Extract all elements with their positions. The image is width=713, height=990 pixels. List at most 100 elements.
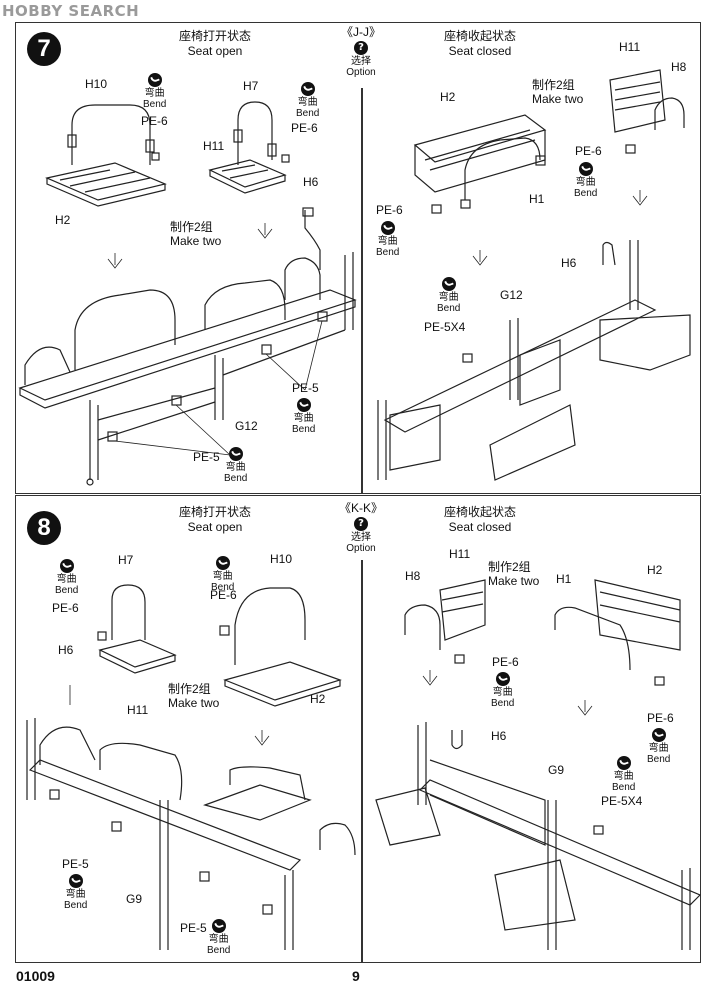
bend-arrow-icon xyxy=(441,277,456,291)
label-pe6: PE-6 xyxy=(492,655,519,669)
label-h11: H11 xyxy=(203,139,225,153)
label-g12: G12 xyxy=(235,419,258,433)
step-8-option-en: Option xyxy=(346,543,376,554)
page-number: 9 xyxy=(352,968,360,984)
label-pe6: PE-6 xyxy=(376,203,403,217)
bend-arrow-icon xyxy=(59,559,74,573)
make-two-cn: 制作2组 xyxy=(488,560,531,574)
step-8-badge: 8 xyxy=(27,511,61,545)
label-h2: H2 xyxy=(55,213,71,227)
label-h10: H10 xyxy=(85,77,108,91)
label-h2: H2 xyxy=(647,563,663,577)
question-icon: ? xyxy=(354,41,368,55)
step-8-divider xyxy=(361,560,363,962)
step-8-right-title-cn: 座椅收起状态 xyxy=(443,505,516,519)
make-two-cn: 制作2组 xyxy=(168,682,211,696)
make-two-cn: 制作2组 xyxy=(532,78,575,92)
step-7-right-title-en: Seat closed xyxy=(448,44,512,58)
label-pe6: PE-6 xyxy=(52,601,79,615)
bend-arrow-icon xyxy=(495,672,510,686)
bend-arrow-icon xyxy=(68,874,83,888)
label-pe5: PE-5 xyxy=(62,857,89,871)
step-8-option-marker: 《K-K》 xyxy=(338,501,383,515)
label-h7: H7 xyxy=(243,79,259,93)
step-8-right-title-en: Seat closed xyxy=(448,520,512,534)
label-h6: H6 xyxy=(58,643,74,657)
bend-arrow-icon xyxy=(228,447,243,461)
step-8-frame xyxy=(15,495,701,963)
bend-arrow-icon xyxy=(147,73,162,87)
bend-arrow-icon xyxy=(211,919,226,933)
bend-arrow-icon xyxy=(380,221,395,235)
bend-arrow-icon xyxy=(578,162,593,176)
label-pe6: PE-6 xyxy=(647,711,674,725)
footer-code: 01009 xyxy=(16,968,55,984)
label-g9: G9 xyxy=(548,763,565,777)
label-pe5: PE-5 xyxy=(292,381,319,395)
make-two-cn: 制作2组 xyxy=(170,220,213,234)
label-g12: G12 xyxy=(500,288,523,302)
step-7-option-cn: 选择 xyxy=(351,56,371,67)
step-8-left-title-en: Seat open xyxy=(187,520,243,534)
label-pe5x4: PE-5X4 xyxy=(601,794,643,808)
label-h7: H7 xyxy=(118,553,134,567)
step-7-option: 《J-J》 ? 选择 Option xyxy=(336,25,386,78)
label-h6: H6 xyxy=(561,256,577,270)
label-pe5: PE-5 xyxy=(180,921,207,935)
label-h2: H2 xyxy=(310,692,326,706)
step-7-left-title-en: Seat open xyxy=(187,44,243,58)
label-pe6: PE-6 xyxy=(575,144,602,158)
label-h11: H11 xyxy=(619,40,641,54)
make-two-en: Make two xyxy=(168,696,220,710)
step-7-option-marker: 《J-J》 xyxy=(341,25,381,39)
step-8-option: 《K-K》 ? 选择 Option xyxy=(336,501,386,554)
question-icon: ? xyxy=(354,517,368,531)
label-h11: H11 xyxy=(127,703,149,717)
make-two-en: Make two xyxy=(488,574,540,588)
label-pe5x4: PE-5X4 xyxy=(424,320,466,334)
label-h8: H8 xyxy=(405,569,421,583)
label-h6: H6 xyxy=(303,175,319,189)
bend-arrow-icon xyxy=(296,398,311,412)
label-h1: H1 xyxy=(529,192,545,206)
label-h2: H2 xyxy=(440,90,456,104)
step-7-badge: 7 xyxy=(27,32,61,66)
label-pe5: PE-5 xyxy=(193,450,220,464)
label-h10: H10 xyxy=(270,552,293,566)
label-pe6: PE-6 xyxy=(141,114,168,128)
label-h11: H11 xyxy=(449,547,471,561)
label-g9: G9 xyxy=(126,892,143,906)
make-two-en: Make two xyxy=(532,92,584,106)
step-7-option-en: Option xyxy=(346,67,376,78)
label-pe6: PE-6 xyxy=(210,588,237,602)
bend-arrow-icon xyxy=(616,756,631,770)
bend-arrow-icon xyxy=(300,82,315,96)
label-h6: H6 xyxy=(491,729,507,743)
bend-arrow-icon xyxy=(215,556,230,570)
watermark: HOBBY SEARCH xyxy=(2,2,140,20)
make-two-en: Make two xyxy=(170,234,222,248)
bend-arrow-icon xyxy=(651,728,666,742)
step-8-left-title-cn: 座椅打开状态 xyxy=(178,505,251,519)
label-h1: H1 xyxy=(556,572,572,586)
step-7-frame xyxy=(15,22,701,494)
label-h8: H8 xyxy=(671,60,687,74)
label-pe6: PE-6 xyxy=(291,121,318,135)
step-7-divider xyxy=(361,88,363,493)
step-8-option-cn: 选择 xyxy=(351,532,371,543)
step-7-right-title-cn: 座椅收起状态 xyxy=(443,29,516,43)
